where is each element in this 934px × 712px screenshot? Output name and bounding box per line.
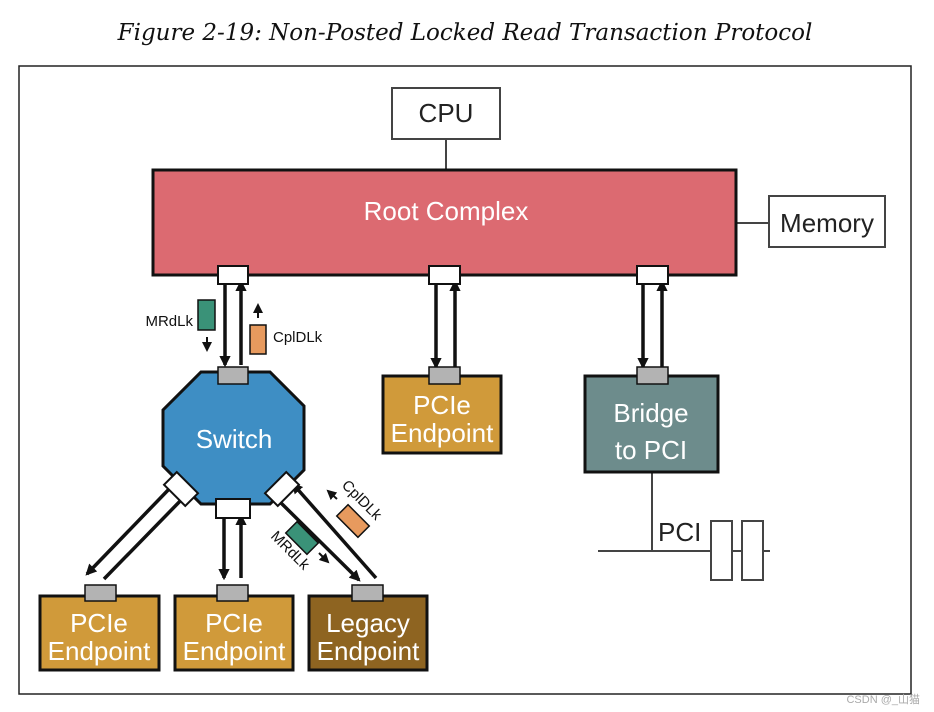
root-port-endpoint (428, 265, 461, 285)
root-port-bridge (636, 265, 669, 285)
bridge-label-1: Bridge (613, 398, 688, 428)
legacy-endpoint-port (351, 584, 384, 602)
switch-label: Switch (196, 424, 273, 454)
endpoint-root-label-2: Endpoint (391, 418, 494, 448)
endpoint-middle-label-1: PCIe (205, 608, 263, 638)
endpoint-root-port (428, 366, 461, 385)
link-switch-legacy-endpoint (275, 482, 378, 582)
link-root-endpoint (430, 279, 461, 370)
switch-port-middle (215, 498, 251, 519)
legacy-endpoint-label-1: Legacy (326, 608, 410, 638)
endpoint-left-label-2: Endpoint (48, 636, 151, 666)
bridge-port (636, 366, 669, 385)
pci-slot-1 (710, 520, 733, 581)
memory-label: Memory (780, 208, 874, 238)
cpldlk-packet-lower: CplDLk (326, 477, 385, 539)
mrdlk-label-upper: MRdLk (145, 313, 193, 330)
cpu-label: CPU (419, 98, 474, 128)
pci-bus-label: PCI (658, 517, 701, 547)
switch-port-left (162, 470, 200, 508)
bridge-to-pci: Bridge to PCI (583, 366, 720, 551)
legacy-endpoint-label-2: Endpoint (317, 636, 420, 666)
switch-upstream-port (217, 366, 249, 385)
memory-node: Memory (736, 195, 886, 248)
pci-slot-2 (741, 520, 764, 581)
link-root-switch (219, 279, 247, 368)
link-switch-endpoint-middle (218, 513, 247, 581)
link-root-bridge (637, 279, 668, 370)
bridge-label-2: to PCI (615, 435, 687, 465)
link-switch-endpoint-left (85, 484, 189, 581)
pcie-endpoint-left: PCIe Endpoint (38, 584, 161, 672)
cpldlk-label-upper: CplDLk (273, 329, 323, 346)
pci-bus: PCI (598, 517, 770, 581)
endpoint-left-label-1: PCIe (70, 608, 128, 638)
endpoint-root-label-1: PCIe (413, 390, 471, 420)
endpoint-middle-port (216, 584, 249, 602)
cpu-node: CPU (391, 87, 501, 170)
root-port-switch (217, 265, 249, 285)
watermark: CSDN @_山猫 (846, 693, 920, 706)
pcie-endpoint-middle: PCIe Endpoint (173, 584, 295, 672)
figure-caption: Figure 2-19: Non-Posted Locked Read Tran… (117, 20, 813, 46)
mrdlk-packet-upper: MRdLk (145, 299, 216, 352)
switch-port-right (263, 470, 301, 508)
pcie-endpoint-root: PCIe Endpoint (381, 366, 503, 455)
endpoint-left-port (84, 584, 117, 602)
diagram-frame (18, 65, 912, 695)
cpldlk-packet-upper: CplDLk (249, 303, 323, 355)
legacy-endpoint: Legacy Endpoint (307, 584, 429, 672)
root-complex-label: Root Complex (364, 196, 529, 226)
mrdlk-packet-lower: MRdLk (267, 520, 330, 574)
endpoint-middle-label-2: Endpoint (183, 636, 286, 666)
root-complex: Root Complex (151, 168, 738, 277)
switch-node: Switch (161, 366, 306, 519)
